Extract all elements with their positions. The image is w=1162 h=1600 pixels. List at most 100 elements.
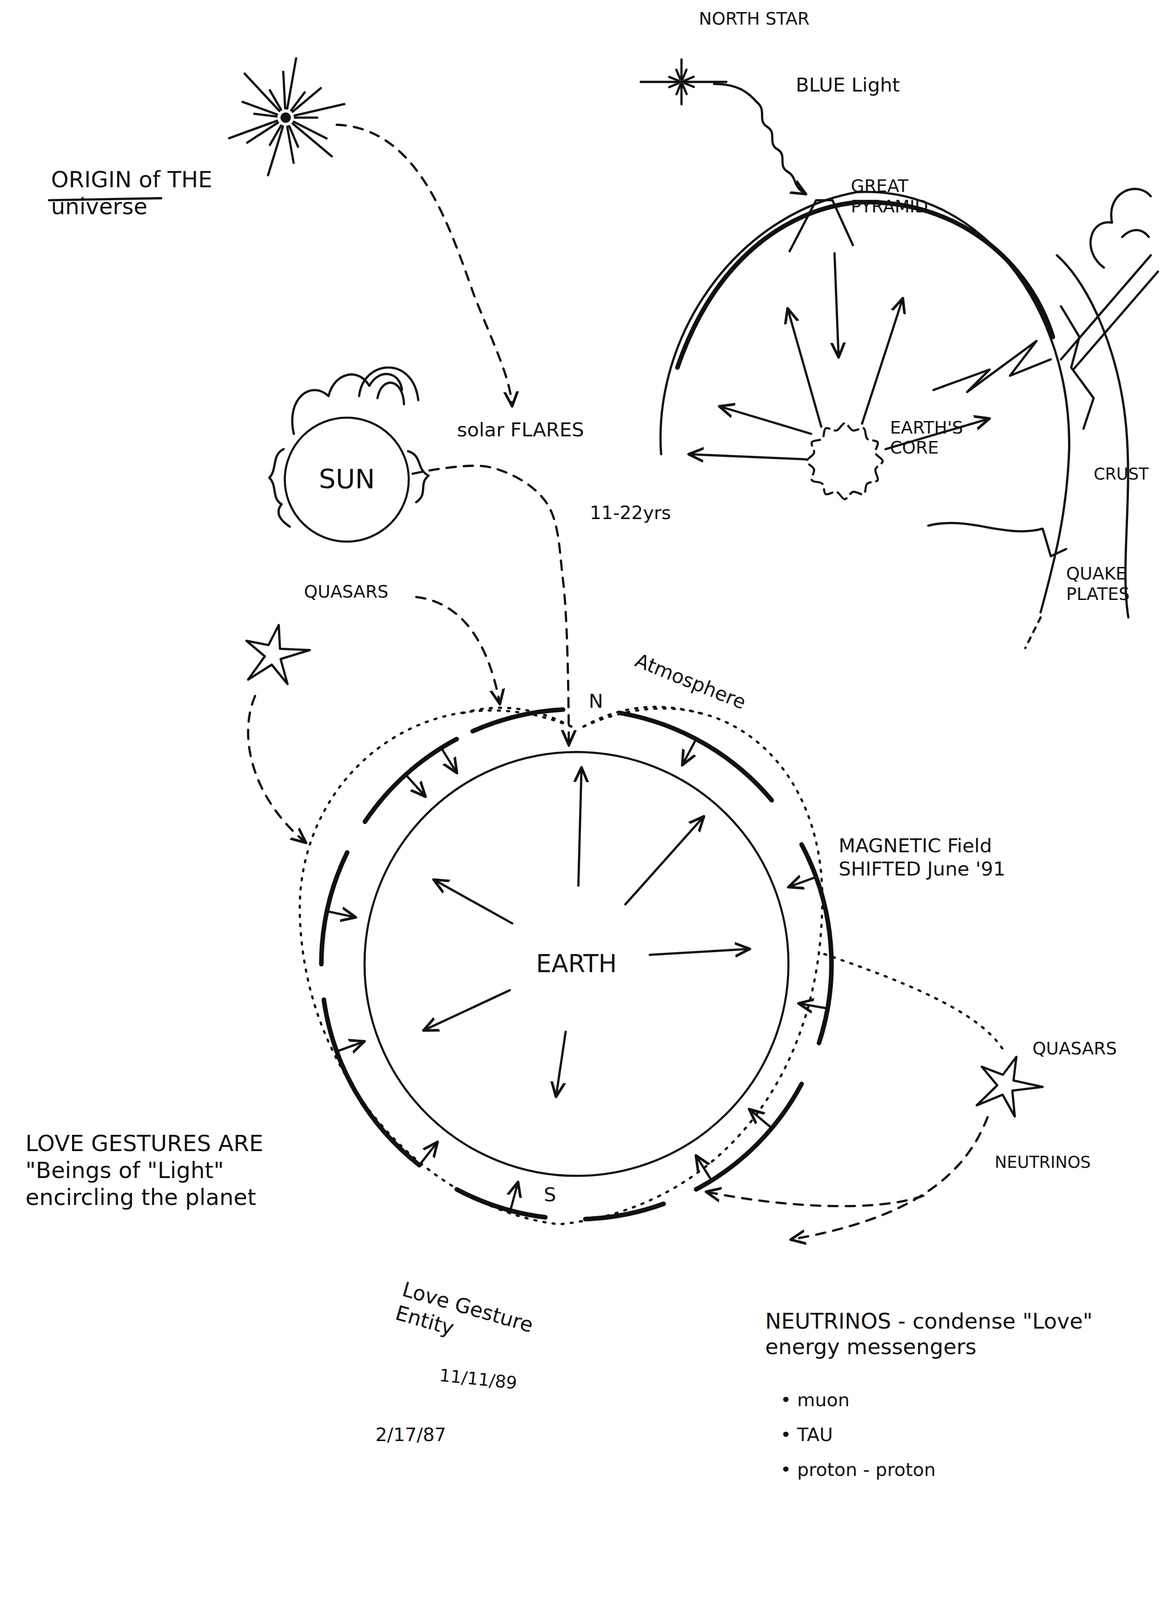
note-label: MAGNETIC Field SHIFTED June '91	[838, 834, 1028, 881]
note-label: QUAKE PLATES	[1066, 563, 1156, 606]
note-label: Love Gesture Entity	[392, 1277, 564, 1370]
magnetic-field-line	[299, 710, 572, 1225]
star-ray	[676, 84, 681, 94]
dashed-connector	[412, 465, 569, 746]
atmosphere-arc	[323, 999, 420, 1166]
star-ray	[287, 58, 297, 109]
radial-arrow	[625, 816, 704, 905]
pyramid-beam	[834, 253, 839, 358]
dashed-path	[706, 1191, 924, 1207]
note-label: • TAU	[780, 1424, 833, 1446]
atmosphere-arc	[696, 1083, 802, 1190]
radial-arrow	[423, 990, 510, 1031]
sun-flare	[408, 451, 429, 503]
star-ray	[669, 83, 679, 88]
note-label: N	[588, 689, 603, 714]
star-dot	[281, 113, 291, 122]
dashed-path	[416, 597, 501, 705]
crust-lower	[1025, 617, 1041, 649]
star-ray	[270, 125, 282, 146]
note-label: Atmosphere	[632, 648, 750, 715]
star-ray	[287, 126, 294, 164]
earth-circle: EARTH	[360, 747, 793, 1181]
atmosphere-arc	[472, 709, 563, 732]
outline	[806, 422, 883, 499]
atmosphere-arc	[456, 1189, 546, 1218]
note-label: S	[543, 1183, 556, 1207]
star-ray	[676, 69, 681, 80]
magnetic-field-line	[824, 954, 1004, 1052]
generated-strokes	[229, 58, 1043, 1220]
inward-arrow	[510, 1181, 518, 1211]
star-ray	[292, 88, 322, 113]
star-ray	[684, 76, 694, 81]
volcano-vent	[1061, 255, 1159, 370]
star-ray	[283, 71, 285, 109]
star-ray	[270, 90, 282, 110]
quasar-star	[976, 1056, 1043, 1117]
star-ray	[682, 84, 687, 94]
quake-line	[928, 522, 1066, 557]
pyramid	[789, 200, 853, 252]
note-label: • proton - proton	[780, 1459, 936, 1481]
atmosphere-arc	[801, 844, 832, 1044]
note-label: NEUTRINOS - condense "Love" energy messe…	[765, 1308, 1133, 1361]
node-text: EARTH'S CORE	[890, 417, 992, 458]
inward-arrow	[749, 1109, 773, 1129]
inward-arrow	[798, 1003, 828, 1009]
radial-arrow	[555, 1031, 566, 1097]
note-label: solar FLARES	[456, 418, 584, 442]
sun-circle: SUN	[283, 416, 410, 543]
star-ray	[684, 83, 694, 87]
crust-band	[677, 202, 1053, 368]
quasar-star	[246, 625, 310, 685]
note-label: 11/11/89	[438, 1365, 519, 1394]
note-label: BLUE Light	[795, 73, 900, 97]
note-label: • muon	[780, 1389, 850, 1412]
star-line	[640, 59, 727, 105]
note-label: LOVE GESTURES ARE "Beings of "Light" enc…	[25, 1130, 327, 1212]
node-text: SUN	[283, 416, 410, 543]
dashed-path	[248, 696, 307, 844]
atmosphere-arc	[321, 852, 348, 965]
inward-arrow	[695, 1155, 712, 1181]
radial-arrow	[578, 767, 582, 886]
inward-arrow	[336, 1041, 365, 1052]
node-text: EARTH	[360, 747, 793, 1181]
star-ray	[682, 69, 687, 80]
note-label: ORIGIN of THE universe	[51, 166, 230, 221]
radial-arrow	[649, 949, 750, 956]
inward-arrow	[788, 877, 817, 888]
note-label: 11-22yrs	[589, 501, 672, 524]
star-ray	[294, 104, 345, 116]
note-label: GREAT PYRAMID	[851, 175, 974, 218]
inward-arrow	[419, 1142, 438, 1166]
star-ray	[244, 73, 280, 111]
star-ray	[294, 116, 317, 119]
core-blob: EARTH'S CORE	[805, 422, 884, 501]
note-label: NEUTRINOS	[994, 1152, 1091, 1173]
core-arrow	[787, 308, 821, 428]
volcano-cloud	[1090, 189, 1151, 268]
core-arrow	[862, 298, 904, 424]
quake-line	[1061, 306, 1094, 429]
core-arrow	[719, 406, 812, 434]
note-label: 2/17/87	[375, 1424, 447, 1446]
note-label: QUASARS	[1032, 1038, 1117, 1060]
star-ray	[292, 123, 332, 157]
star-ray	[669, 77, 679, 81]
inward-arrow	[405, 774, 426, 797]
note-label: CRUST	[1093, 464, 1149, 484]
star-ray	[293, 121, 327, 139]
core-arrow	[688, 454, 806, 460]
blue-light-squiggle	[713, 84, 806, 195]
note-label: NORTH STAR	[699, 8, 810, 30]
node-outline	[805, 422, 884, 501]
atmosphere-arc	[364, 739, 457, 822]
inward-arrow	[441, 748, 457, 774]
sun-flare	[359, 367, 419, 405]
dashed-path	[790, 1117, 988, 1240]
